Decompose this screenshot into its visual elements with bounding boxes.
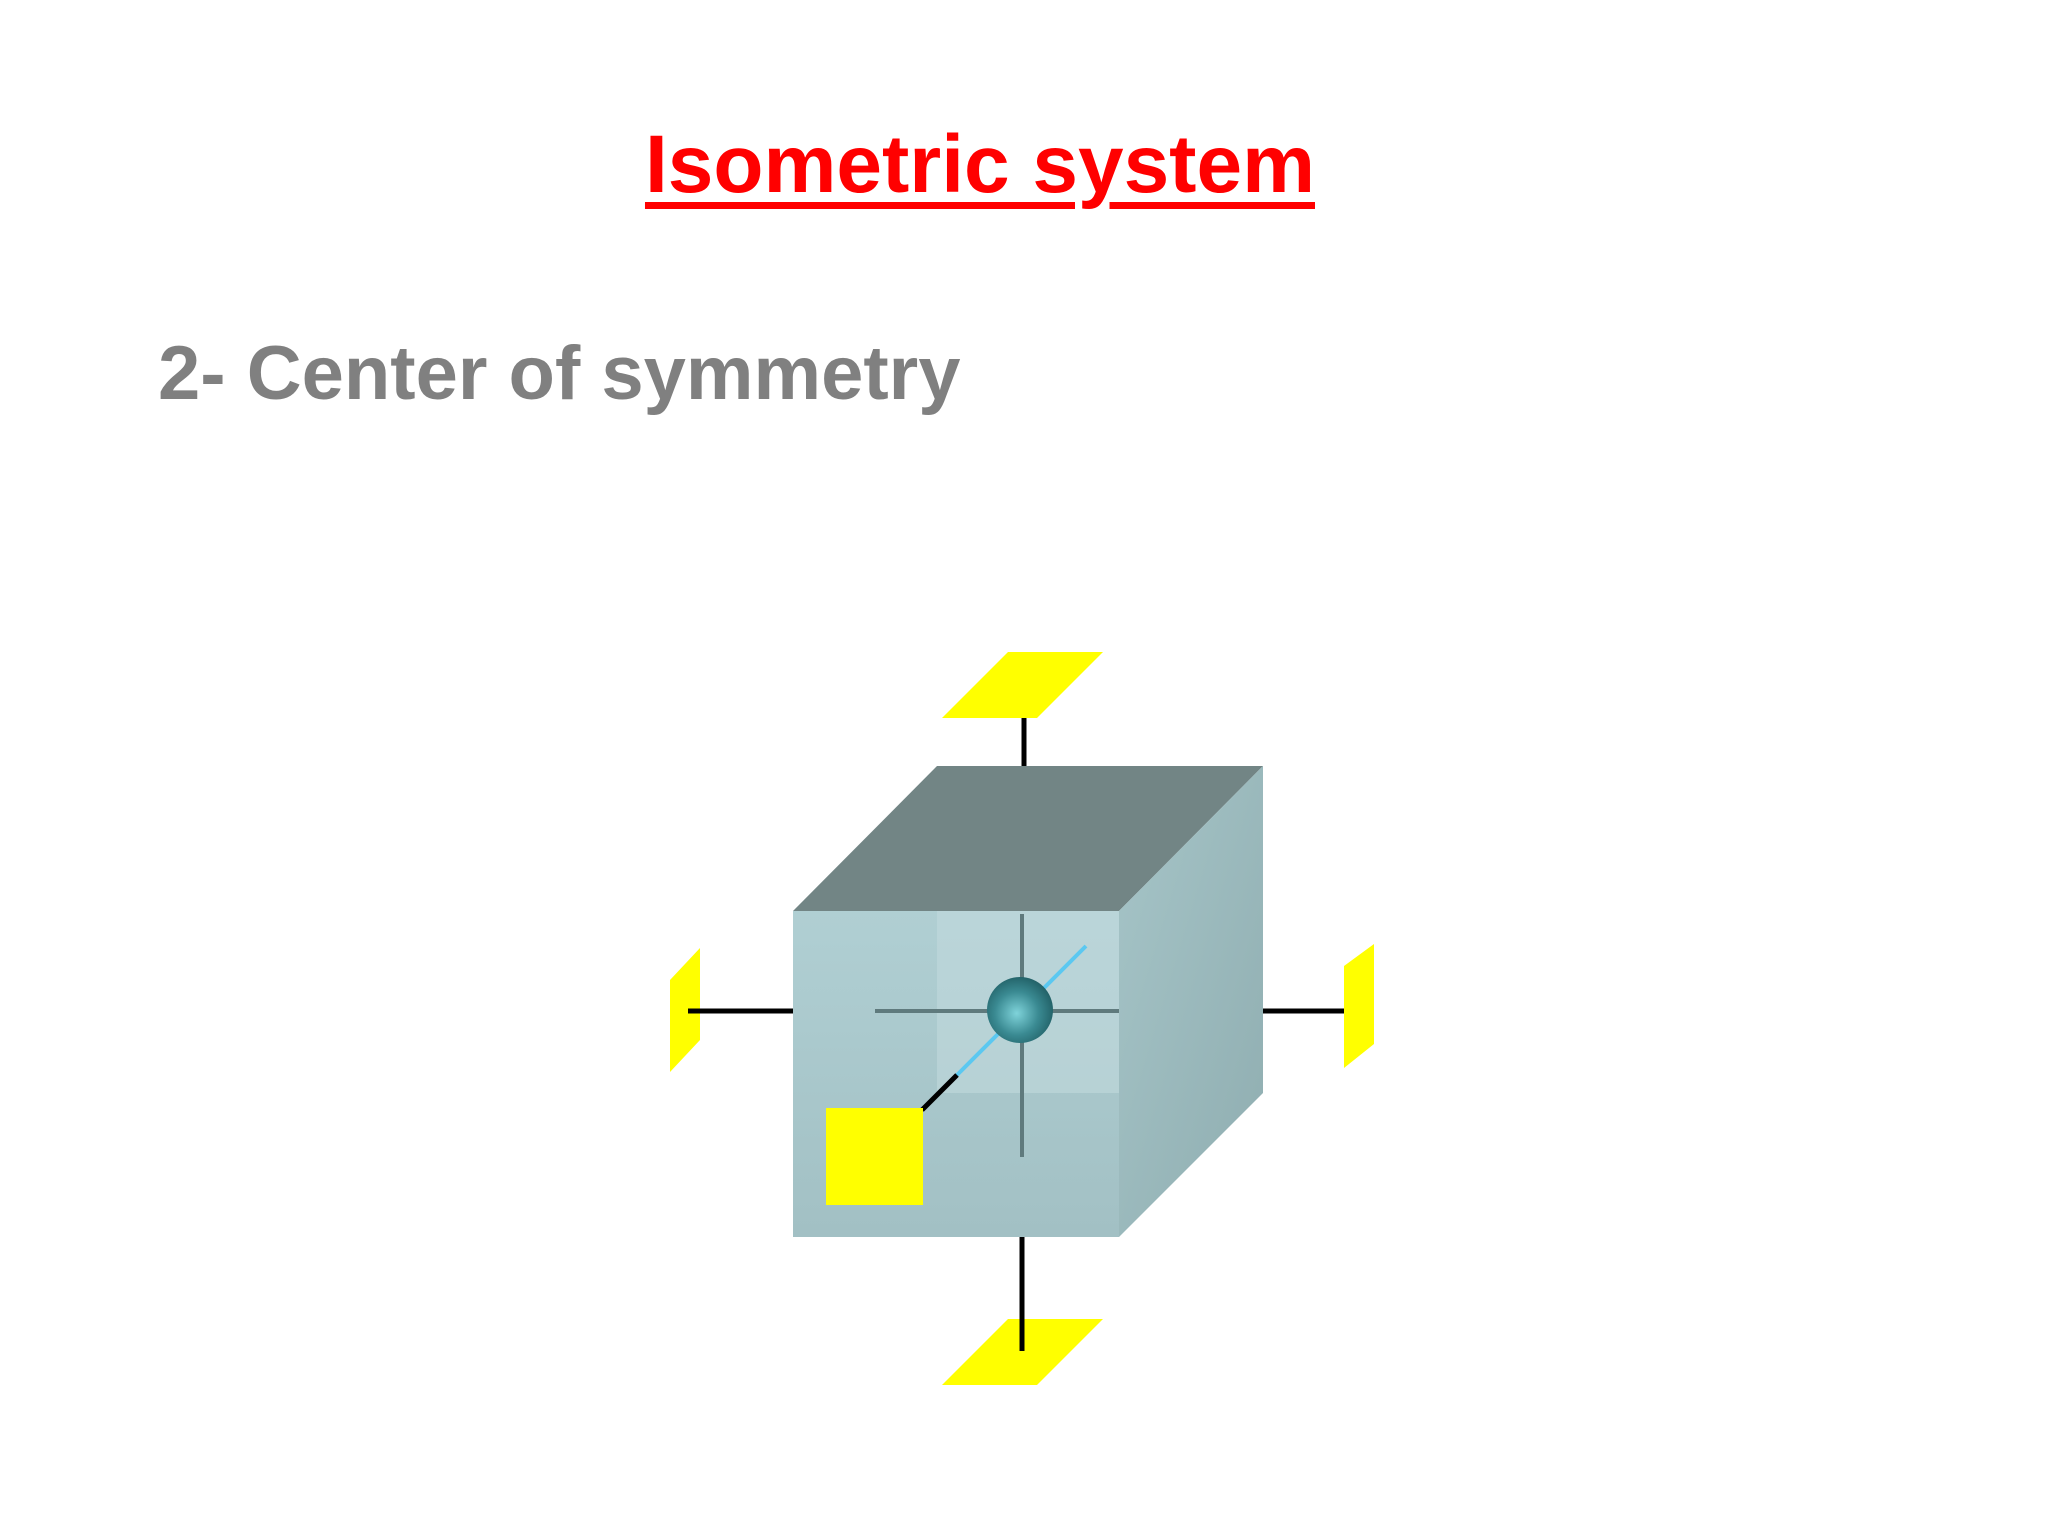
diagonal-axis-outer xyxy=(920,1073,959,1112)
cube-top-face xyxy=(793,766,1263,911)
slide-subtitle: 2- Center of symmetry xyxy=(158,331,961,416)
center-of-symmetry-sphere-icon xyxy=(987,977,1053,1043)
top-mirror-plane xyxy=(942,652,1103,718)
left-mirror-plane xyxy=(670,948,700,1072)
bottom-mirror-plane xyxy=(942,1319,1103,1385)
front-mirror-plane xyxy=(826,1108,923,1205)
slide-title: Isometric system xyxy=(644,119,1315,210)
right-mirror-plane xyxy=(1344,944,1374,1068)
cube-right-face xyxy=(1119,766,1263,1237)
